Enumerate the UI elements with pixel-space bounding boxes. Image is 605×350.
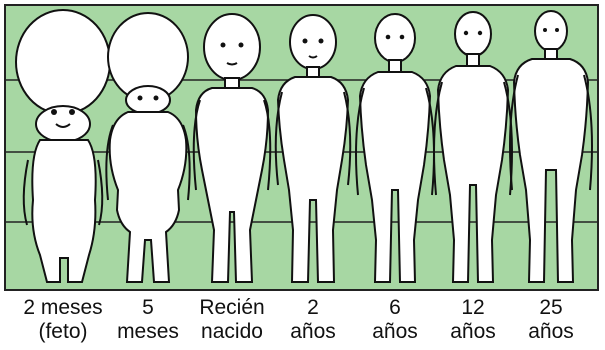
- label-line2: años: [491, 320, 605, 344]
- label-adult: 25 años: [491, 296, 605, 344]
- label-line1: 25: [491, 296, 605, 320]
- age-labels: 2 meses (feto) 5 meses Recién nacido 2 a…: [0, 296, 605, 350]
